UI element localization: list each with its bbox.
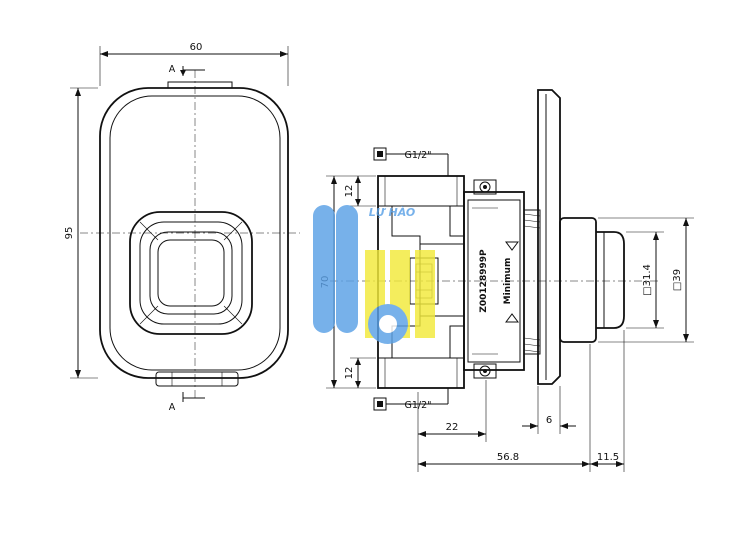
section-label-bottom: A [169, 402, 176, 413]
dim-square-31-4: □31.4 [642, 264, 653, 296]
knob-cap [559, 217, 597, 343]
dim-inlet-22: 22 [446, 422, 459, 433]
front-width-dim: 60 [190, 42, 203, 53]
watermark-logo: LỰ HÀO [313, 205, 435, 344]
thread-label-top: G1/2" [404, 150, 431, 161]
knob-outer [129, 211, 253, 335]
front-view: 60 95 A A [64, 42, 300, 413]
cover-plate-side [537, 89, 561, 385]
dim-depth-56-8: 56.8 [497, 452, 519, 463]
screw-bottom [473, 363, 497, 379]
body-code-text: Z00128999P [479, 249, 489, 313]
dim-flange-6: 6 [546, 415, 552, 426]
screw-top [473, 179, 497, 195]
dim-square-39: □39 [672, 269, 683, 291]
dim-cap-11-5: 11.5 [597, 452, 619, 463]
side-view: Z00128999P Minimum [320, 89, 694, 472]
front-height-dim: 95 [64, 227, 75, 240]
dim-top-12: 12 [344, 185, 355, 198]
dim-bottom-12: 12 [344, 367, 355, 380]
section-label-top: A [169, 64, 176, 75]
watermark-text: LỰ HÀO [369, 205, 416, 219]
